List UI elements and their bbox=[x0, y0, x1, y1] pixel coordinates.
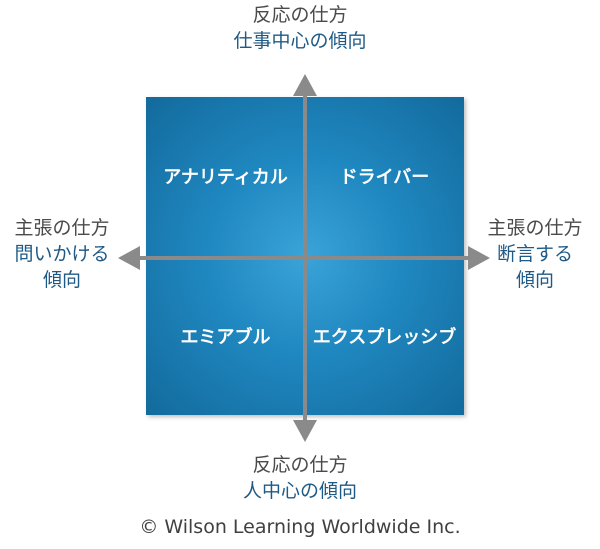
quadrant-driver: ドライバー bbox=[339, 167, 430, 188]
axis-top-title: 反応の仕方 bbox=[252, 4, 348, 26]
axis-right-subtitle-2: 傾向 bbox=[515, 269, 554, 291]
arrow-right-icon bbox=[468, 246, 490, 270]
axis-left-title: 主張の仕方 bbox=[14, 217, 110, 239]
axis-label-right: 主張の仕方 断言する 傾向 bbox=[470, 215, 600, 293]
copyright-notice: © Wilson Learning Worldwide Inc. bbox=[139, 516, 461, 538]
arrow-down-icon bbox=[293, 420, 317, 442]
axis-bottom-subtitle: 人中心の傾向 bbox=[242, 480, 357, 502]
axis-left-subtitle-2: 傾向 bbox=[42, 269, 81, 291]
axis-label-left: 主張の仕方 問いかける 傾向 bbox=[0, 215, 124, 293]
axis-label-top: 反応の仕方 仕事中心の傾向 bbox=[200, 2, 400, 54]
quadrant-expressive: エクスプレッシブ bbox=[312, 327, 457, 348]
axis-bottom-title: 反応の仕方 bbox=[252, 454, 348, 476]
quadrant-analytical: アナリティカル bbox=[163, 167, 288, 188]
axis-right-subtitle-1: 断言する bbox=[496, 243, 573, 265]
quadrant-amiable: エミアブル bbox=[180, 327, 271, 348]
arrow-left-icon bbox=[118, 246, 140, 270]
arrow-up-icon bbox=[293, 74, 317, 96]
axis-top-subtitle: 仕事中心の傾向 bbox=[233, 30, 367, 52]
axis-left-subtitle-1: 問いかける bbox=[14, 243, 110, 265]
axis-label-bottom: 反応の仕方 人中心の傾向 bbox=[200, 452, 400, 504]
axis-right-title: 主張の仕方 bbox=[487, 217, 583, 239]
